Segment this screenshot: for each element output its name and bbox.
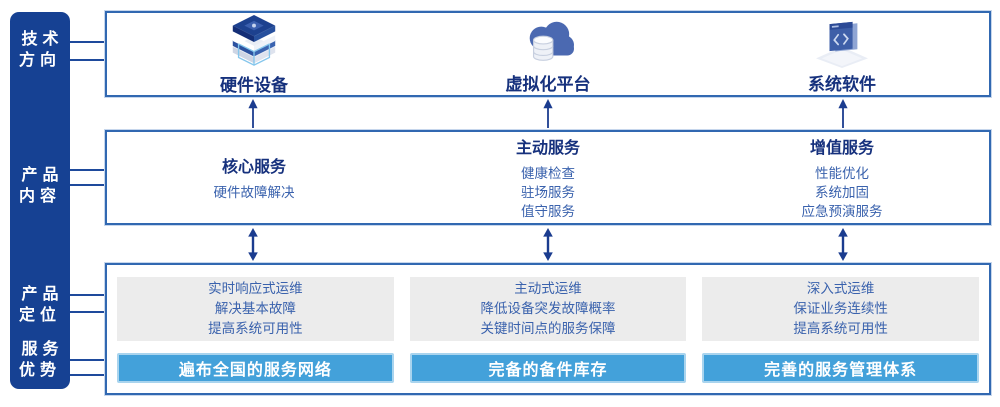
position-point: 深入式运维 [806,281,875,297]
double-arrow-icon [248,228,258,261]
service-column-proactive: 主动服务 健康检查 驻场服务 值守服务 [401,132,695,223]
service-item: 值守服务 [521,204,575,219]
tech-item-system-software: 系统软件 [695,13,989,95]
service-item: 驻场服务 [521,185,575,200]
connector-line [70,169,107,171]
product-content-box: 核心服务 硬件故障解决 主动服务 健康检查 驻场服务 值守服务 增值服务 性能优… [105,130,991,225]
sidebar-item-tech-direction: 技术方向 [18,31,64,69]
up-arrow-icon [248,99,258,128]
position-column-deep: 深入式运维 保证业务连续性 提高系统可用性 完善的服务管理体系 [702,277,980,383]
position-panel: 深入式运维 保证业务连续性 提高系统可用性 [702,277,980,342]
position-point: 主动式运维 [514,281,582,297]
position-point: 实时响应式运维 [208,281,303,297]
tech-item-label: 系统软件 [808,75,876,94]
tech-item-virtualization: 虚拟化平台 [401,13,695,95]
double-arrow-icon [838,228,848,261]
service-title: 核心服务 [221,159,286,176]
connector-line [70,311,107,313]
service-item: 系统加固 [815,185,869,200]
connector-line [70,359,107,361]
double-arrow-icon [543,228,553,261]
sidebar-item-service-advantage: 服务优势 [18,341,64,379]
service-item: 健康检查 [521,166,575,181]
position-point: 解决基本故障 [214,301,296,317]
position-point: 提高系统可用性 [208,321,303,337]
code-window-icon [814,15,870,68]
position-panel: 主动式运维 降低设备突发故障概率 关键时间点的服务保障 [409,277,687,342]
tech-direction-box: 硬件设备 [105,11,991,97]
up-arrow-icon [838,99,848,128]
service-column-core: 核心服务 硬件故障解决 [107,132,401,223]
position-point: 降低设备突发故障概率 [480,301,616,317]
connector-line [70,374,107,376]
server-stack-icon [226,14,282,69]
service-title: 增值服务 [809,140,874,157]
connector-line [70,294,107,296]
connector-line [70,184,107,186]
connector-line [70,41,107,43]
sidebar: 技术方向 产品内容 产品定位 服务优势 [10,12,70,389]
tech-item-label: 虚拟化平台 [505,75,591,94]
service-item: 应急预演服务 [801,204,883,219]
tech-item-label: 硬件设备 [220,75,288,95]
advantage-banner: 遍布全国的服务网络 [117,353,394,383]
advantage-banner: 完备的备件库存 [409,353,687,383]
product-position-box: 实时响应式运维 解决基本故障 提高系统可用性 遍布全国的服务网络 主动式运维 降… [105,263,991,395]
position-panel: 实时响应式运维 解决基本故障 提高系统可用性 [117,277,394,342]
service-title: 主动服务 [515,140,580,157]
sidebar-item-product-content: 产品内容 [18,167,64,205]
service-item: 性能优化 [815,166,869,181]
position-column-proactive: 主动式运维 降低设备突发故障概率 关键时间点的服务保障 完备的备件库存 [409,277,687,383]
tech-item-hardware: 硬件设备 [107,13,401,95]
up-arrow-icon [543,99,553,128]
advantage-banner: 完善的服务管理体系 [702,353,980,383]
service-item: 硬件故障解决 [213,185,295,200]
position-point: 关键时间点的服务保障 [480,321,616,337]
position-point: 保证业务连续性 [793,301,888,317]
service-column-value-added: 增值服务 性能优化 系统加固 应急预演服务 [695,132,989,223]
position-point: 提高系统可用性 [793,321,888,337]
cloud-database-icon [519,15,577,68]
connector-line [70,59,107,61]
position-column-realtime: 实时响应式运维 解决基本故障 提高系统可用性 遍布全国的服务网络 [117,277,394,383]
sidebar-item-product-position: 产品定位 [18,286,64,324]
